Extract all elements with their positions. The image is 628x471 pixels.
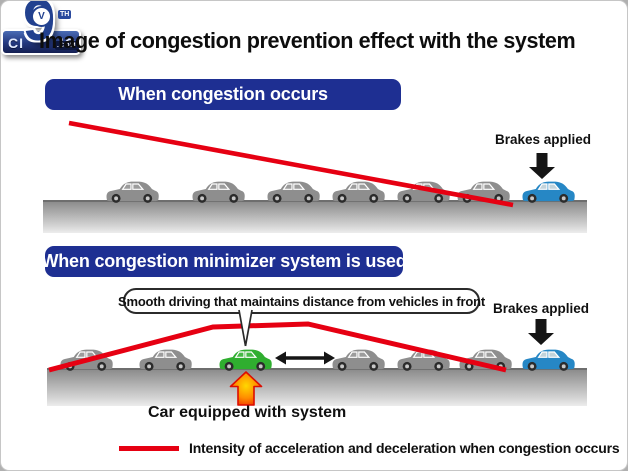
red-line-scene1 [68,120,514,208]
double-arrow-left-head [275,351,286,365]
logo-com-label: .COM [55,41,78,50]
car-front-window [293,183,306,190]
car-rear-window [154,351,165,358]
v-emblem-icon: V [31,6,52,27]
car-front-window [423,351,436,358]
car-front-window [548,183,561,190]
car-rear-window [537,183,548,190]
car-rear-window [474,351,485,358]
car-rear-window [207,183,218,190]
car-body [139,349,192,370]
car-body [397,181,450,202]
car-body [522,181,575,202]
down-arrow-icon [528,319,554,345]
car-front-window [218,183,231,190]
car-body [219,349,272,370]
logo-band: CI IC .COM [1,29,81,55]
car-rear-window [234,351,245,358]
car-front-window [132,183,145,190]
car-front-window [548,351,561,358]
car-body [332,181,385,202]
page-title: Image of congestion prevention effect wi… [39,28,576,53]
car-front-window [86,351,99,358]
car-rear-window [412,351,423,358]
car-body [267,181,320,202]
car-body [192,181,245,202]
logo-th-label: TH [58,10,72,19]
car-body [522,349,575,370]
road-scene1 [43,200,587,233]
down-arrow-icon [529,153,555,179]
legend-red-line [119,445,179,451]
car-front-window [358,183,371,190]
brakes-applied-label-scene2: Brakes applied [493,301,590,316]
car-front-window [358,351,371,358]
car-body [332,349,385,370]
car-rear-window [412,183,423,190]
banner-minimizer-system: When congestion minimizer system is used [41,246,407,277]
car-front-window [245,351,258,358]
callout-tail-left-edge [238,309,247,347]
car-body [459,349,512,370]
brakes-applied-label-scene1: Brakes applied [495,132,592,147]
legend: Intensity of acceleration and decelerati… [119,438,620,458]
site-logo: CI IC .COM 9 V TH [1,1,89,77]
callout-tail-right-edge [244,309,253,347]
legend-label: Intensity of acceleration and decelerati… [189,440,620,456]
car-body [106,181,159,202]
car-rear-window [121,183,132,190]
smooth-driving-callout: Smooth driving that maintains distance f… [118,288,485,314]
road-scene2 [47,368,587,406]
car-front-window [165,351,178,358]
car-front-window [423,183,436,190]
car-rear-window [282,183,293,190]
double-arrow-right-head [324,351,335,365]
car-rear-window [347,351,358,358]
banner-congestion-occurs: When congestion occurs [45,79,401,110]
car-body [397,349,450,370]
car-front-window [483,183,496,190]
car-front-window [485,351,498,358]
callout-tail-fill [239,310,252,346]
car-body [60,349,113,370]
car-rear-window [75,351,86,358]
car-rear-window [537,351,548,358]
car-rear-window [347,183,358,190]
car-rear-window [472,183,483,190]
red-line-scene2 [48,321,507,373]
logo-letters-left: CI [8,35,24,51]
car-equipped-label: Car equipped with system [148,404,347,421]
car-body [457,181,510,202]
